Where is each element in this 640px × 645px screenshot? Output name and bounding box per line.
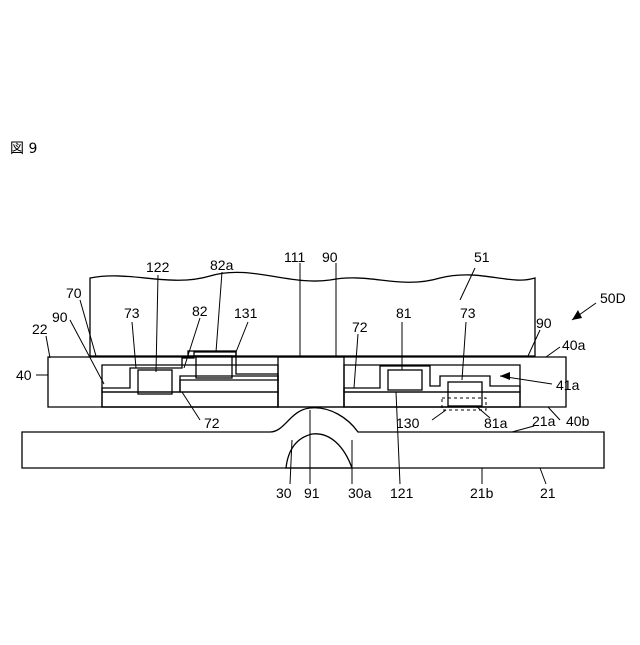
label-82: 82 xyxy=(192,303,208,319)
label-82a: 82a xyxy=(210,257,234,273)
label-40b: 40b xyxy=(566,413,590,429)
label-122: 122 xyxy=(146,259,170,275)
leader-lines xyxy=(36,263,596,484)
cavity-left xyxy=(102,365,278,407)
chip-122 xyxy=(138,370,172,394)
label-81a: 81a xyxy=(484,415,508,431)
label-21: 21 xyxy=(540,485,556,501)
label-73-left: 73 xyxy=(124,305,140,321)
label-50D: 50D xyxy=(600,290,626,306)
label-30a: 30a xyxy=(348,485,372,501)
label-121: 121 xyxy=(390,485,414,501)
label-131: 131 xyxy=(234,305,258,321)
label-22: 22 xyxy=(32,321,48,337)
label-90-left: 90 xyxy=(52,309,68,325)
label-72-right: 72 xyxy=(352,319,368,335)
label-70: 70 xyxy=(66,285,82,301)
base-21 xyxy=(22,408,604,468)
label-130: 130 xyxy=(396,415,420,431)
label-111: 111 xyxy=(284,249,305,265)
arrow-50D xyxy=(572,310,582,320)
label-81: 81 xyxy=(396,305,412,321)
layer-73-right xyxy=(344,366,520,392)
bump-30 xyxy=(286,434,352,468)
label-40: 40 xyxy=(16,367,32,383)
label-21b: 21b xyxy=(470,485,494,501)
chip-81a xyxy=(448,382,482,406)
label-41a: 41a xyxy=(556,377,580,393)
label-72-bottom: 72 xyxy=(204,415,220,431)
layer-72-right xyxy=(344,392,520,407)
arrow-41a xyxy=(500,372,510,380)
label-21a: 21a xyxy=(532,413,556,429)
layer-73-left xyxy=(102,352,278,392)
pillar-111 xyxy=(278,357,344,407)
chip-81 xyxy=(388,370,422,390)
label-40a: 40a xyxy=(562,337,586,353)
chip-82 xyxy=(196,356,232,378)
label-90-top: 90 xyxy=(322,249,338,265)
label-51: 51 xyxy=(474,249,490,265)
label-73-right: 73 xyxy=(460,305,476,321)
label-30: 30 xyxy=(276,485,292,501)
label-91: 91 xyxy=(304,485,320,501)
label-90-right: 90 xyxy=(536,315,552,331)
figure-title: 図 9 xyxy=(10,138,37,158)
